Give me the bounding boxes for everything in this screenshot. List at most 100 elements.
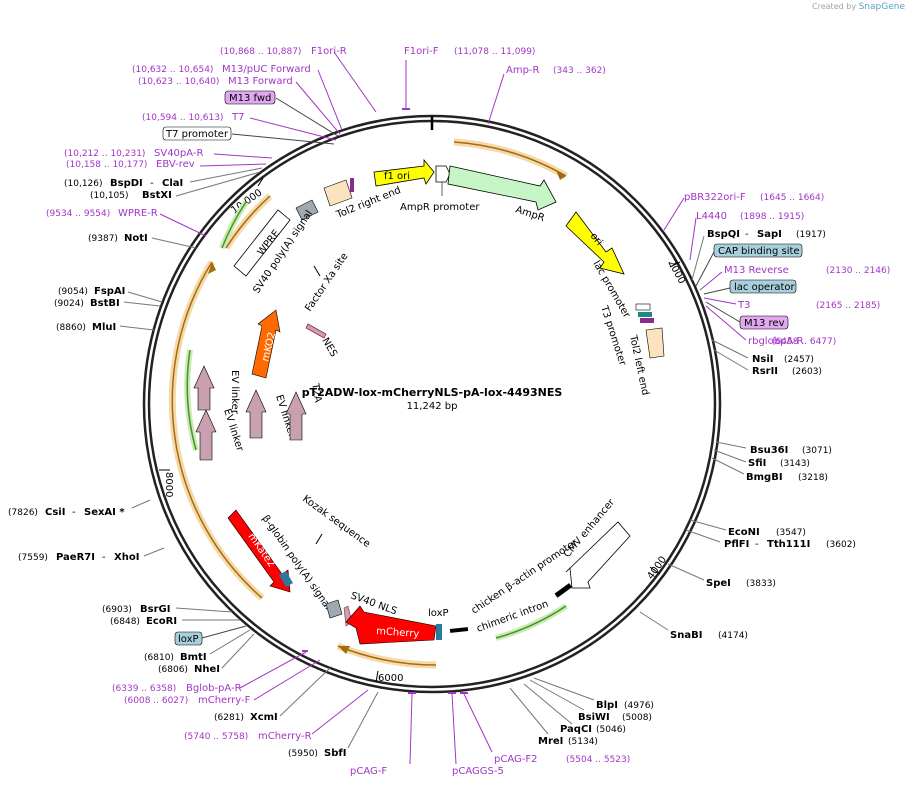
site-nhei[interactable]: (6806) NheI	[158, 633, 255, 675]
primer-bglob-pa-r[interactable]: (6008 .. 6027) mCherry-F	[124, 659, 321, 706]
svg-text:-: -	[755, 539, 759, 550]
svg-text:PaqCI: PaqCI	[560, 724, 592, 735]
credit-prefix: Created by	[812, 2, 857, 11]
primer-f1ori-r[interactable]: (10,868 .. 10,887) F1ori-R	[220, 46, 377, 113]
feature-kozak[interactable]: Kozak sequence	[300, 494, 372, 550]
box-t7-promoter[interactable]: T7 promoter	[162, 126, 335, 145]
primer-rbglobpa-r[interactable]: (6339 .. 6358) Bglob-pA-R	[112, 650, 308, 694]
site-ecori[interactable]: (6848) EcoRI	[110, 616, 240, 627]
primer-pbr322ori-f[interactable]: pBR322ori-F (1645 .. 1664)	[663, 192, 824, 231]
feature-f1-ori[interactable]: f1 ori	[373, 158, 435, 187]
feature-ori[interactable]: ori	[565, 211, 625, 275]
feature-cmv-enhancer[interactable]: CMV enhancer	[562, 496, 631, 589]
feature-ev-linker-2[interactable]: EV linker	[195, 408, 245, 461]
primer-m13-puc-forward[interactable]: (10,632 .. 10,654) M13/pUC Forward	[132, 64, 343, 131]
box-lac-operator[interactable]: lac operator	[703, 279, 797, 295]
site-rsrii[interactable]: RsrII (2603)	[713, 349, 822, 377]
primer-m13-reverse[interactable]: T3 (2165 .. 2185)	[703, 297, 880, 311]
feature-tol2-right[interactable]: Tol2 right end	[323, 178, 403, 221]
svg-text:(5008): (5008)	[622, 713, 652, 723]
feature-lac-promoter[interactable]: lac promoter T3 promoter	[590, 259, 654, 368]
svg-text:(6008 .. 6027): (6008 .. 6027)	[124, 696, 188, 706]
site-bmgbi[interactable]: BmgBI (3218)	[711, 457, 828, 483]
box-cap-binding-site[interactable]: CAP binding site	[695, 243, 803, 287]
site-bsu36i[interactable]: Bsu36I (3071)	[715, 441, 832, 456]
svg-text:(6281): (6281)	[214, 713, 244, 723]
primer-mcherry-f[interactable]: (5740 .. 5758) mCherry-R	[184, 689, 369, 742]
green-arc-left	[186, 349, 197, 451]
svg-text:(7826): (7826)	[8, 508, 38, 518]
site-paqci[interactable]: PaqCI (5046)	[523, 683, 626, 735]
svg-text:BsiWI: BsiWI	[578, 712, 610, 723]
site-noti[interactable]: (9387) NotI	[88, 233, 197, 249]
site-csii-sexai[interactable]: (7826) CsiI - SexAI *	[8, 499, 151, 518]
site-bspdi-clai[interactable]: (10,126) BspDI - ClaI	[64, 167, 263, 189]
svg-text:(10,105): (10,105)	[90, 191, 129, 201]
svg-text:BstXI: BstXI	[142, 190, 172, 201]
feature-factor-xa[interactable]: Factor Xa site	[303, 251, 350, 314]
site-blpi[interactable]: BlpI (4976)	[533, 677, 654, 711]
feature-nes[interactable]: NES	[305, 323, 339, 359]
primer-m13-forward[interactable]: (10,623 .. 10,640) M13 Forward	[138, 76, 341, 135]
svg-text:BsrGI: BsrGI	[140, 604, 170, 615]
feature-ampr[interactable]: AmpR	[447, 165, 557, 224]
svg-text:(1645 .. 1664): (1645 .. 1664)	[760, 193, 824, 203]
box-m13-rev[interactable]: M13 rev	[705, 301, 789, 330]
primer-t7[interactable]: (10,594 .. 10,613) T7	[142, 112, 337, 141]
svg-text:(3602): (3602)	[826, 540, 856, 550]
site-pflfi-tth111i[interactable]: PflFI - Tth111I (3602)	[685, 529, 856, 550]
svg-text:EcoRI: EcoRI	[146, 616, 177, 627]
site-sbfi[interactable]: (5950) SbfI	[288, 691, 379, 759]
snapgene-logo: SnapGene	[858, 2, 905, 12]
primer-m13-puc-reverse[interactable]: M13 Reverse (2130 .. 2146)	[699, 265, 890, 291]
site-fspai[interactable]: (9054) FspAI	[58, 286, 163, 303]
primer-l4440[interactable]: L4440 (1898 .. 1915)	[689, 211, 804, 261]
ev-linker-label-1: EV linker	[229, 370, 240, 415]
site-bsrgi[interactable]: (6903) BsrGI	[102, 604, 233, 615]
feature-ampr-promoter[interactable]: AmpR promoter	[400, 165, 480, 213]
primer-wpre-r[interactable]: (9534 .. 9554) WPRE-R	[46, 208, 207, 237]
orf-arc-top-left	[225, 195, 271, 249]
svg-text:(6810): (6810)	[144, 653, 174, 663]
site-xcmi[interactable]: (6281) XcmI	[214, 667, 331, 723]
feature-loxp[interactable]: loxP	[428, 608, 469, 640]
site-sfii[interactable]: SfiI (3143)	[713, 449, 810, 469]
f1-ori-label: f1 ori	[384, 171, 410, 182]
primer-pcag-f[interactable]: pCAGGS-5	[448, 692, 504, 777]
site-bmti[interactable]: (6810) BmtI	[144, 629, 251, 663]
primer-ebv-rev[interactable]: (10,158 .. 10,177) EBV-rev	[66, 159, 267, 170]
site-bstbi[interactable]: (9024) BstBI	[54, 298, 161, 309]
site-mrei[interactable]: MreI (5134)	[509, 687, 598, 747]
svg-text:(5046): (5046)	[596, 725, 626, 735]
primer-amp-r[interactable]: Amp-R (343 .. 362)	[487, 65, 606, 125]
feature-sv40-polya-bottom[interactable]	[325, 599, 343, 619]
primer-f1ori-f[interactable]: F1ori-F (11,078 .. 11,099)	[402, 46, 535, 110]
feature-tol2-left[interactable]: Tol2 left end	[627, 327, 665, 396]
svg-text:SfiI: SfiI	[748, 458, 766, 469]
site-paer7i-xhoi[interactable]: (7559) PaeR7I - XhoI	[18, 547, 165, 563]
feature-ev-linker-1[interactable]: EV linker	[193, 365, 240, 415]
feature-mko2[interactable]: mKO2	[251, 309, 281, 379]
site-bspqi-sapi[interactable]: BspQI - SapI (1917)	[691, 229, 826, 281]
primer-t3[interactable]: rbglobpA-R (6458 .. 6477)	[705, 305, 836, 347]
box-loxp[interactable]: loxP	[174, 625, 247, 646]
site-spei[interactable]: SpeI (3833)	[667, 563, 776, 589]
site-bsiwi[interactable]: BsiWI (5008)	[529, 679, 652, 723]
site-nsii[interactable]: NsiI (2457)	[711, 339, 814, 365]
svg-text:NsiI: NsiI	[752, 354, 773, 365]
site-econi[interactable]: EcoNI (3547)	[689, 519, 806, 538]
primer-pcaggs-5[interactable]: pCAG-F2 (5504 .. 5523)	[460, 692, 630, 765]
box-m13-fwd[interactable]: M13 fwd	[224, 90, 339, 137]
svg-text:(11,078 .. 11,099): (11,078 .. 11,099)	[454, 47, 535, 57]
svg-text:(10,126): (10,126)	[64, 179, 103, 189]
svg-text:(5740 .. 5758): (5740 .. 5758)	[184, 732, 248, 742]
site-mlui[interactable]: (8860) MluI	[56, 322, 155, 333]
feature-t2a[interactable]: T2A	[285, 382, 323, 441]
feature-mcherry[interactable]: mCherry	[345, 605, 437, 645]
primer-mcherry-r[interactable]: pCAG-F	[350, 692, 416, 777]
primer-sv40pa-r[interactable]: (10,212 .. 10,231) SV40pA-R	[64, 148, 273, 159]
tick-6000: 6000	[378, 673, 403, 684]
site-snabi[interactable]: SnaBI (4174)	[639, 611, 748, 641]
site-bstxi[interactable]: (10,105) BstXI	[90, 171, 261, 201]
orf-arc-bottom-bg	[336, 642, 437, 669]
